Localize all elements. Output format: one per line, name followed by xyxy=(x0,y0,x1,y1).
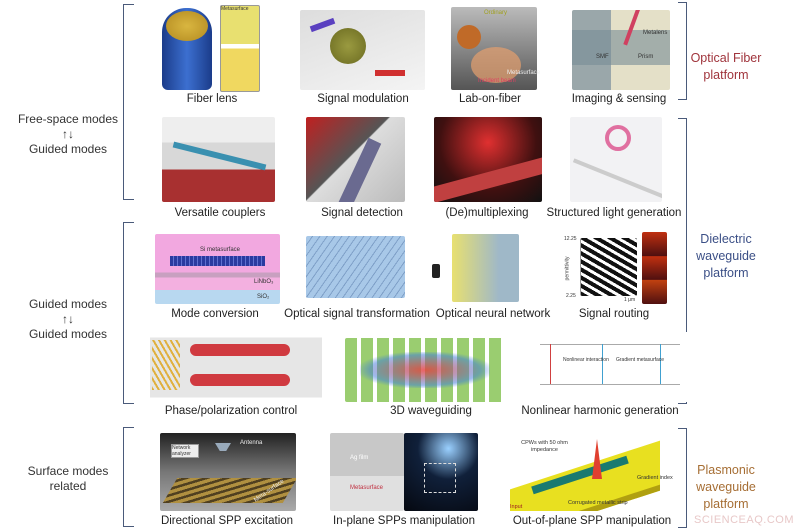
arrows-icon: ↑↓ xyxy=(62,312,74,326)
versatile-couplers-image xyxy=(162,117,275,202)
label-dielectric-platform: Dielectric waveguide platform xyxy=(676,231,776,282)
label-line: waveguide xyxy=(696,480,756,494)
label-network-analyzer: Network analyzer xyxy=(171,444,199,458)
label-line: Plasmonic xyxy=(697,463,755,477)
label-permittivity: permittivity xyxy=(564,256,571,281)
bracket-left-3 xyxy=(123,427,134,527)
label-cpws: CPWs with 50 ohm impedance xyxy=(521,440,568,453)
caption-nonlinear-harmonic: Nonlinear harmonic generation xyxy=(521,405,679,417)
bracket-left-2 xyxy=(123,222,134,404)
label-ordinary: Ordinary xyxy=(484,10,508,16)
label-line: Guided modes xyxy=(28,297,108,311)
caption-signal-detection: Signal detection xyxy=(321,207,403,219)
label-line: Free-space modes xyxy=(17,112,119,126)
label-linbo3: LiNbO₃ xyxy=(254,279,274,285)
label-line: platform xyxy=(703,266,749,280)
label-antenna: Antenna xyxy=(240,440,263,446)
label-scale-bar: 1 μm xyxy=(624,297,636,303)
caption-versatile-couplers: Versatile couplers xyxy=(174,207,266,219)
demultiplexing-image xyxy=(434,117,542,202)
caption-inplane-spp: In-plane SPPs manipulation xyxy=(333,515,475,527)
waveguiding-3d-image xyxy=(345,338,505,402)
label-line: platform xyxy=(703,68,749,82)
lab-on-fiber-image xyxy=(451,7,537,90)
nonlinear-harmonic-image xyxy=(530,332,690,402)
label-prism: Prism xyxy=(638,54,654,60)
caption-lab-on-fiber: Lab-on-fiber xyxy=(458,93,522,105)
label-permittivity-max: 12.25 xyxy=(564,236,577,242)
caption-optical-signal-transformation: Optical signal transformation xyxy=(284,308,430,320)
label-line: related xyxy=(49,479,87,493)
label-permittivity-min: 2.25 xyxy=(566,293,576,299)
optical-neural-network-image xyxy=(452,234,519,302)
label-nonlinear-interaction: Nonlinear interaction xyxy=(563,357,609,363)
caption-imaging-sensing: Imaging & sensing xyxy=(571,93,667,105)
label-line: Optical Fiber xyxy=(690,51,762,65)
label-surface-modes: Surface modes related xyxy=(8,464,128,494)
caption-demultiplexing: (De)multiplexing xyxy=(445,207,529,219)
label-ag-film: Ag film xyxy=(350,455,369,461)
label-smf: SMF xyxy=(596,54,609,60)
digit-input-icon xyxy=(432,264,440,278)
structured-light-image xyxy=(570,117,662,202)
outofplane-spp-image xyxy=(500,435,670,511)
label-metalens: Metalens xyxy=(643,30,668,36)
label-guided-guided: Guided modes ↑↓ Guided modes xyxy=(8,297,128,342)
fiber-lens-inset: Metasurface xyxy=(220,5,260,92)
signal-modulation-image xyxy=(300,10,425,90)
label-line: Guided modes xyxy=(28,142,108,156)
label-si-metasurface: Si metasurface xyxy=(200,247,241,253)
caption-outofplane-spp: Out-of-plane SPP manipulation xyxy=(512,515,672,527)
optical-signal-transformation-image xyxy=(306,236,405,298)
caption-mode-conversion: Mode conversion xyxy=(171,308,259,320)
signal-routing-image xyxy=(580,238,637,296)
watermark: SCIENCEAQ.COM xyxy=(693,514,794,526)
label-metasurface: Metasurface xyxy=(350,485,384,491)
mode-conversion-image xyxy=(155,234,280,304)
imaging-sensing-image xyxy=(572,10,670,90)
caption-phase-polarization: Phase/polarization control xyxy=(164,405,298,417)
label-corrugated-strip: Corrugated metallic strip xyxy=(568,500,628,506)
inplane-spp-sem-image xyxy=(330,433,404,511)
label-gradient-metasurface: Gradient metasurface xyxy=(616,357,665,363)
label-input: Input xyxy=(510,504,523,510)
label-free-space-guided: Free-space modes ↑↓ Guided modes xyxy=(8,112,128,157)
caption-signal-routing: Signal routing xyxy=(578,308,650,320)
phase-polarization-image xyxy=(150,330,322,405)
label-line: waveguide xyxy=(696,249,756,263)
label-line: platform xyxy=(703,497,749,511)
fiber-lens-image xyxy=(162,8,212,90)
signal-detection-image xyxy=(306,117,405,202)
bracket-right-fiber xyxy=(678,2,687,100)
caption-fiber-lens: Fiber lens xyxy=(186,93,238,105)
bracket-right-plasmonic xyxy=(678,428,687,528)
label-incident-beam: Incident beam xyxy=(478,78,516,84)
label-line: Guided modes xyxy=(28,327,108,341)
inplane-spp-field-image xyxy=(404,433,478,511)
signal-routing-fields xyxy=(642,232,667,304)
label-line: Surface modes xyxy=(27,464,109,478)
label-plasmonic-platform: Plasmonic waveguide platform xyxy=(676,462,776,513)
bracket-left-1 xyxy=(123,4,134,200)
caption-structured-light: Structured light generation xyxy=(546,207,682,219)
label-optical-fiber-platform: Optical Fiber platform xyxy=(676,50,776,84)
caption-waveguiding-3d: 3D waveguiding xyxy=(390,405,472,417)
caption-directional-spp: Directional SPP excitation xyxy=(160,515,294,527)
arrows-icon: ↑↓ xyxy=(62,127,74,141)
label-metasurface: Metasurface xyxy=(507,70,541,76)
caption-signal-modulation: Signal modulation xyxy=(317,93,409,105)
caption-optical-neural-network: Optical neural network xyxy=(435,308,551,320)
inset-label: Metasurface xyxy=(221,6,249,12)
label-line: Dielectric xyxy=(700,232,752,246)
label-sio2: SiO₂ xyxy=(257,294,270,300)
bracket-right-dielectric xyxy=(678,118,687,404)
label-gradient-index: Gradient index xyxy=(637,475,673,481)
